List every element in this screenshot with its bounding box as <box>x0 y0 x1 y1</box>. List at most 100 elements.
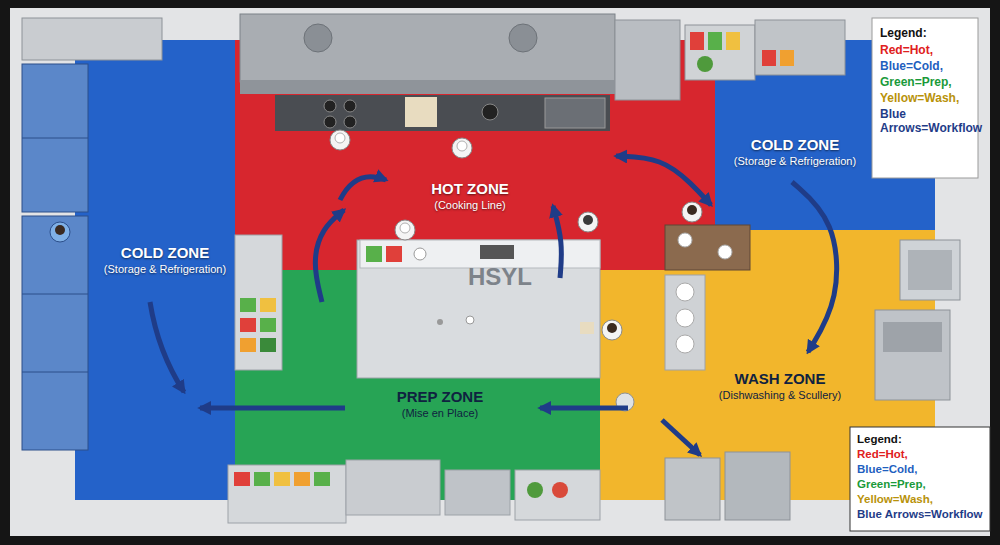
food-pan <box>726 32 740 50</box>
cold-counters <box>685 20 845 80</box>
chef-head <box>583 215 593 225</box>
reach-in <box>755 20 845 75</box>
food-pan <box>240 298 256 312</box>
legend-entry: Red=Hot, <box>857 447 987 461</box>
hood-edge <box>240 80 615 94</box>
tall-unit <box>615 20 680 100</box>
legend-box <box>872 18 978 178</box>
zone-label: WASH ZONE(Dishwashing & Scullery) <box>719 370 841 402</box>
item <box>437 319 443 325</box>
plate <box>678 233 692 247</box>
zone-subtitle: (Storage & Refrigeration) <box>104 262 226 276</box>
grill <box>545 98 605 128</box>
door-line <box>22 138 88 139</box>
hood-cooking-line <box>240 14 680 131</box>
exhaust-hood <box>240 14 615 82</box>
chef <box>330 130 350 150</box>
plate <box>718 245 732 259</box>
plate <box>676 283 694 301</box>
salad-bowl <box>552 482 568 498</box>
food-pan <box>366 246 382 262</box>
plate <box>676 309 694 327</box>
chef <box>602 320 622 340</box>
zone-subtitle: (Dishwashing & Scullery) <box>719 388 841 402</box>
chef-body <box>50 222 70 242</box>
legend-entry: Blue Arrows=Workflow <box>880 107 974 135</box>
legend-title: Legend: <box>857 432 987 446</box>
dishwasher <box>875 310 950 400</box>
door-line <box>22 294 88 295</box>
chef-head <box>607 323 617 333</box>
chef <box>578 212 598 232</box>
zone-floor: COLD ZONE(Storage & Refrigeration) <box>75 40 235 500</box>
chef-body <box>682 202 702 222</box>
wash-machine <box>725 452 790 520</box>
workflow-arrow <box>792 182 837 352</box>
plate-shelf <box>665 275 705 370</box>
legend-entry: Green=Prep, <box>857 477 987 491</box>
legend-entry: Blue=Cold, <box>880 59 974 73</box>
food-pan <box>274 472 290 486</box>
workflow-arrow <box>315 210 344 302</box>
chef-hat <box>457 141 467 151</box>
salad-bowl <box>697 56 713 72</box>
zone-title: HOT ZONE <box>431 180 509 198</box>
legend-entry: Yellow=Wash, <box>880 91 974 105</box>
pass-counter <box>665 225 750 270</box>
zone-title: COLD ZONE <box>734 136 856 154</box>
prep-sink <box>346 460 440 515</box>
prep-counter <box>228 465 346 523</box>
bowl <box>414 248 426 260</box>
food-pan <box>240 318 256 332</box>
duct <box>509 24 537 52</box>
duct <box>304 24 332 52</box>
zone-subtitle: (Storage & Refrigeration) <box>734 154 856 168</box>
slicer <box>445 470 510 515</box>
food-pan <box>762 50 776 66</box>
legend-title: Legend: <box>880 26 974 40</box>
workflow-arrow <box>200 406 345 411</box>
chef-hat <box>335 133 345 143</box>
counter <box>235 235 282 370</box>
chef-body <box>395 220 415 240</box>
food-pan <box>780 50 794 66</box>
bottom-counters <box>228 452 790 523</box>
fridge-unit <box>22 216 88 450</box>
range-line <box>275 95 610 131</box>
wash-equipment <box>616 240 960 411</box>
zone-label: PREP ZONE(Mise en Place) <box>397 388 483 420</box>
food-pan <box>260 338 276 352</box>
sink <box>900 240 960 300</box>
food-pan <box>260 298 276 312</box>
chef <box>395 220 415 240</box>
flow-arrow <box>150 302 184 392</box>
zone-label: COLD ZONE(Storage & Refrigeration) <box>734 136 856 168</box>
workflow-arrow <box>553 206 561 278</box>
plate <box>676 335 694 353</box>
food-pan <box>294 472 310 486</box>
legend-entry: Red=Hot, <box>880 43 974 57</box>
chef <box>50 222 70 242</box>
side-counter <box>235 235 282 370</box>
dishwasher-door <box>883 322 942 352</box>
food-pan <box>314 472 330 486</box>
cutting-board <box>580 322 594 334</box>
fridge-unit <box>22 64 88 212</box>
chef-hat <box>400 223 410 233</box>
burner <box>324 100 336 112</box>
left-cabinets <box>22 18 162 450</box>
scale <box>480 245 514 259</box>
item <box>466 316 474 324</box>
zone-title: COLD ZONE <box>104 244 226 262</box>
pass-station <box>665 225 750 370</box>
burner <box>482 104 498 120</box>
door-line <box>22 372 88 373</box>
legend-entry: Blue Arrows=Workflow <box>857 507 987 521</box>
food-pan <box>234 472 250 486</box>
wall-floor <box>10 8 990 536</box>
chef <box>452 138 472 158</box>
burner <box>324 116 336 128</box>
zone-title: WASH ZONE <box>719 370 841 388</box>
sink-bowl <box>908 250 952 290</box>
food-pan <box>690 32 704 50</box>
